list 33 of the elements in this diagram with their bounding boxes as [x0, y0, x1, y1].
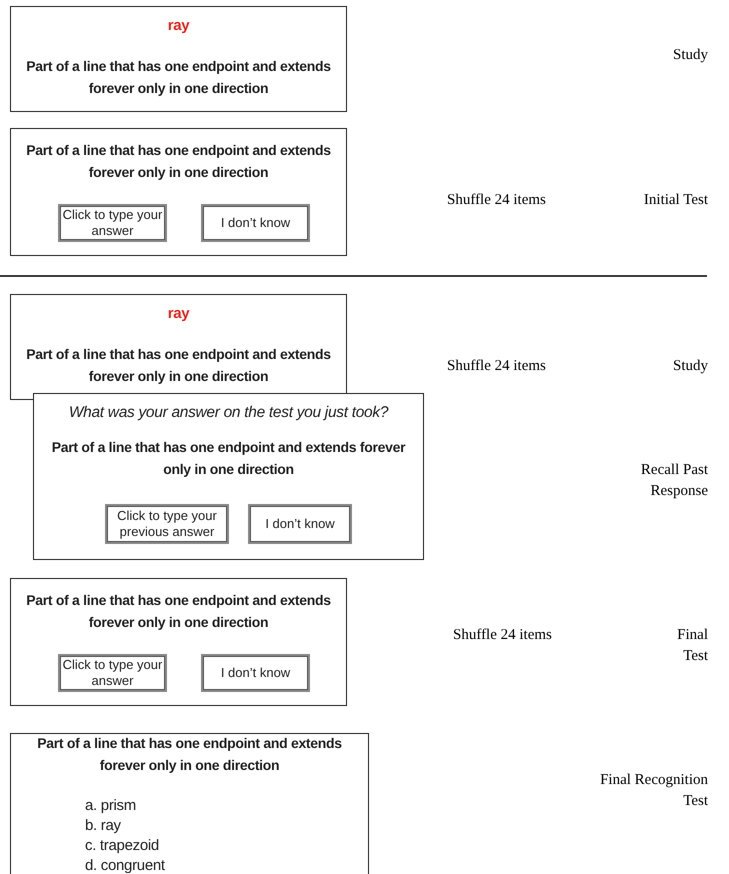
definition-text: Part of a line that has one endpoint and extends forever only in one direction — [36, 734, 343, 775]
answer-button: Click to type your answer — [58, 654, 167, 692]
phase-label: Shuffle 24 items — [453, 626, 552, 645]
definition-text: Part of a line that has one endpoint and extends forever only in one direction — [25, 345, 332, 386]
answer-button: Click to type your previous answer — [105, 504, 229, 544]
screen-panel — [10, 128, 347, 256]
phase-label: Shuffle 24 items — [447, 191, 546, 210]
phase-label: Shuffle 24 items — [447, 357, 546, 376]
answer-option: d. congruent — [85, 856, 165, 874]
phase-label: Final Recognition Test — [599, 771, 708, 811]
phase-label: Study — [672, 46, 708, 65]
screen-panel — [10, 578, 347, 706]
phase-label: Study — [672, 357, 708, 376]
definition-text: Part of a line that has one endpoint and extends forever only in one direction — [25, 141, 332, 182]
answer-option: c. trapezoid — [85, 836, 159, 856]
definition-text: Part of a line that has one endpoint and extends forever only in one direction — [25, 591, 332, 632]
phase-label: Initial Test — [644, 191, 708, 210]
answer-button: I don’t know — [201, 654, 310, 692]
screen-panel — [10, 6, 347, 112]
question-prompt: What was your answer on the test you just took? — [68, 403, 390, 423]
definition-text: Part of a line that has one endpoint and extends forever only in one direction — [50, 438, 406, 479]
answer-button: I don’t know — [248, 504, 352, 544]
term-word: ray — [166, 16, 190, 36]
phase-label: Recall Past Response — [640, 461, 708, 501]
phase-label: Final Test — [676, 626, 708, 666]
answer-option: b. ray — [85, 816, 121, 836]
definition-text: Part of a line that has one endpoint and extends forever only in one direction — [25, 57, 332, 98]
screen-panel — [10, 733, 369, 874]
answer-option: a. prism — [85, 796, 136, 816]
recall-dialog — [33, 393, 424, 560]
answer-button: Click to type your answer — [58, 204, 167, 242]
answer-button: I don’t know — [201, 204, 310, 242]
term-word: ray — [166, 304, 190, 324]
